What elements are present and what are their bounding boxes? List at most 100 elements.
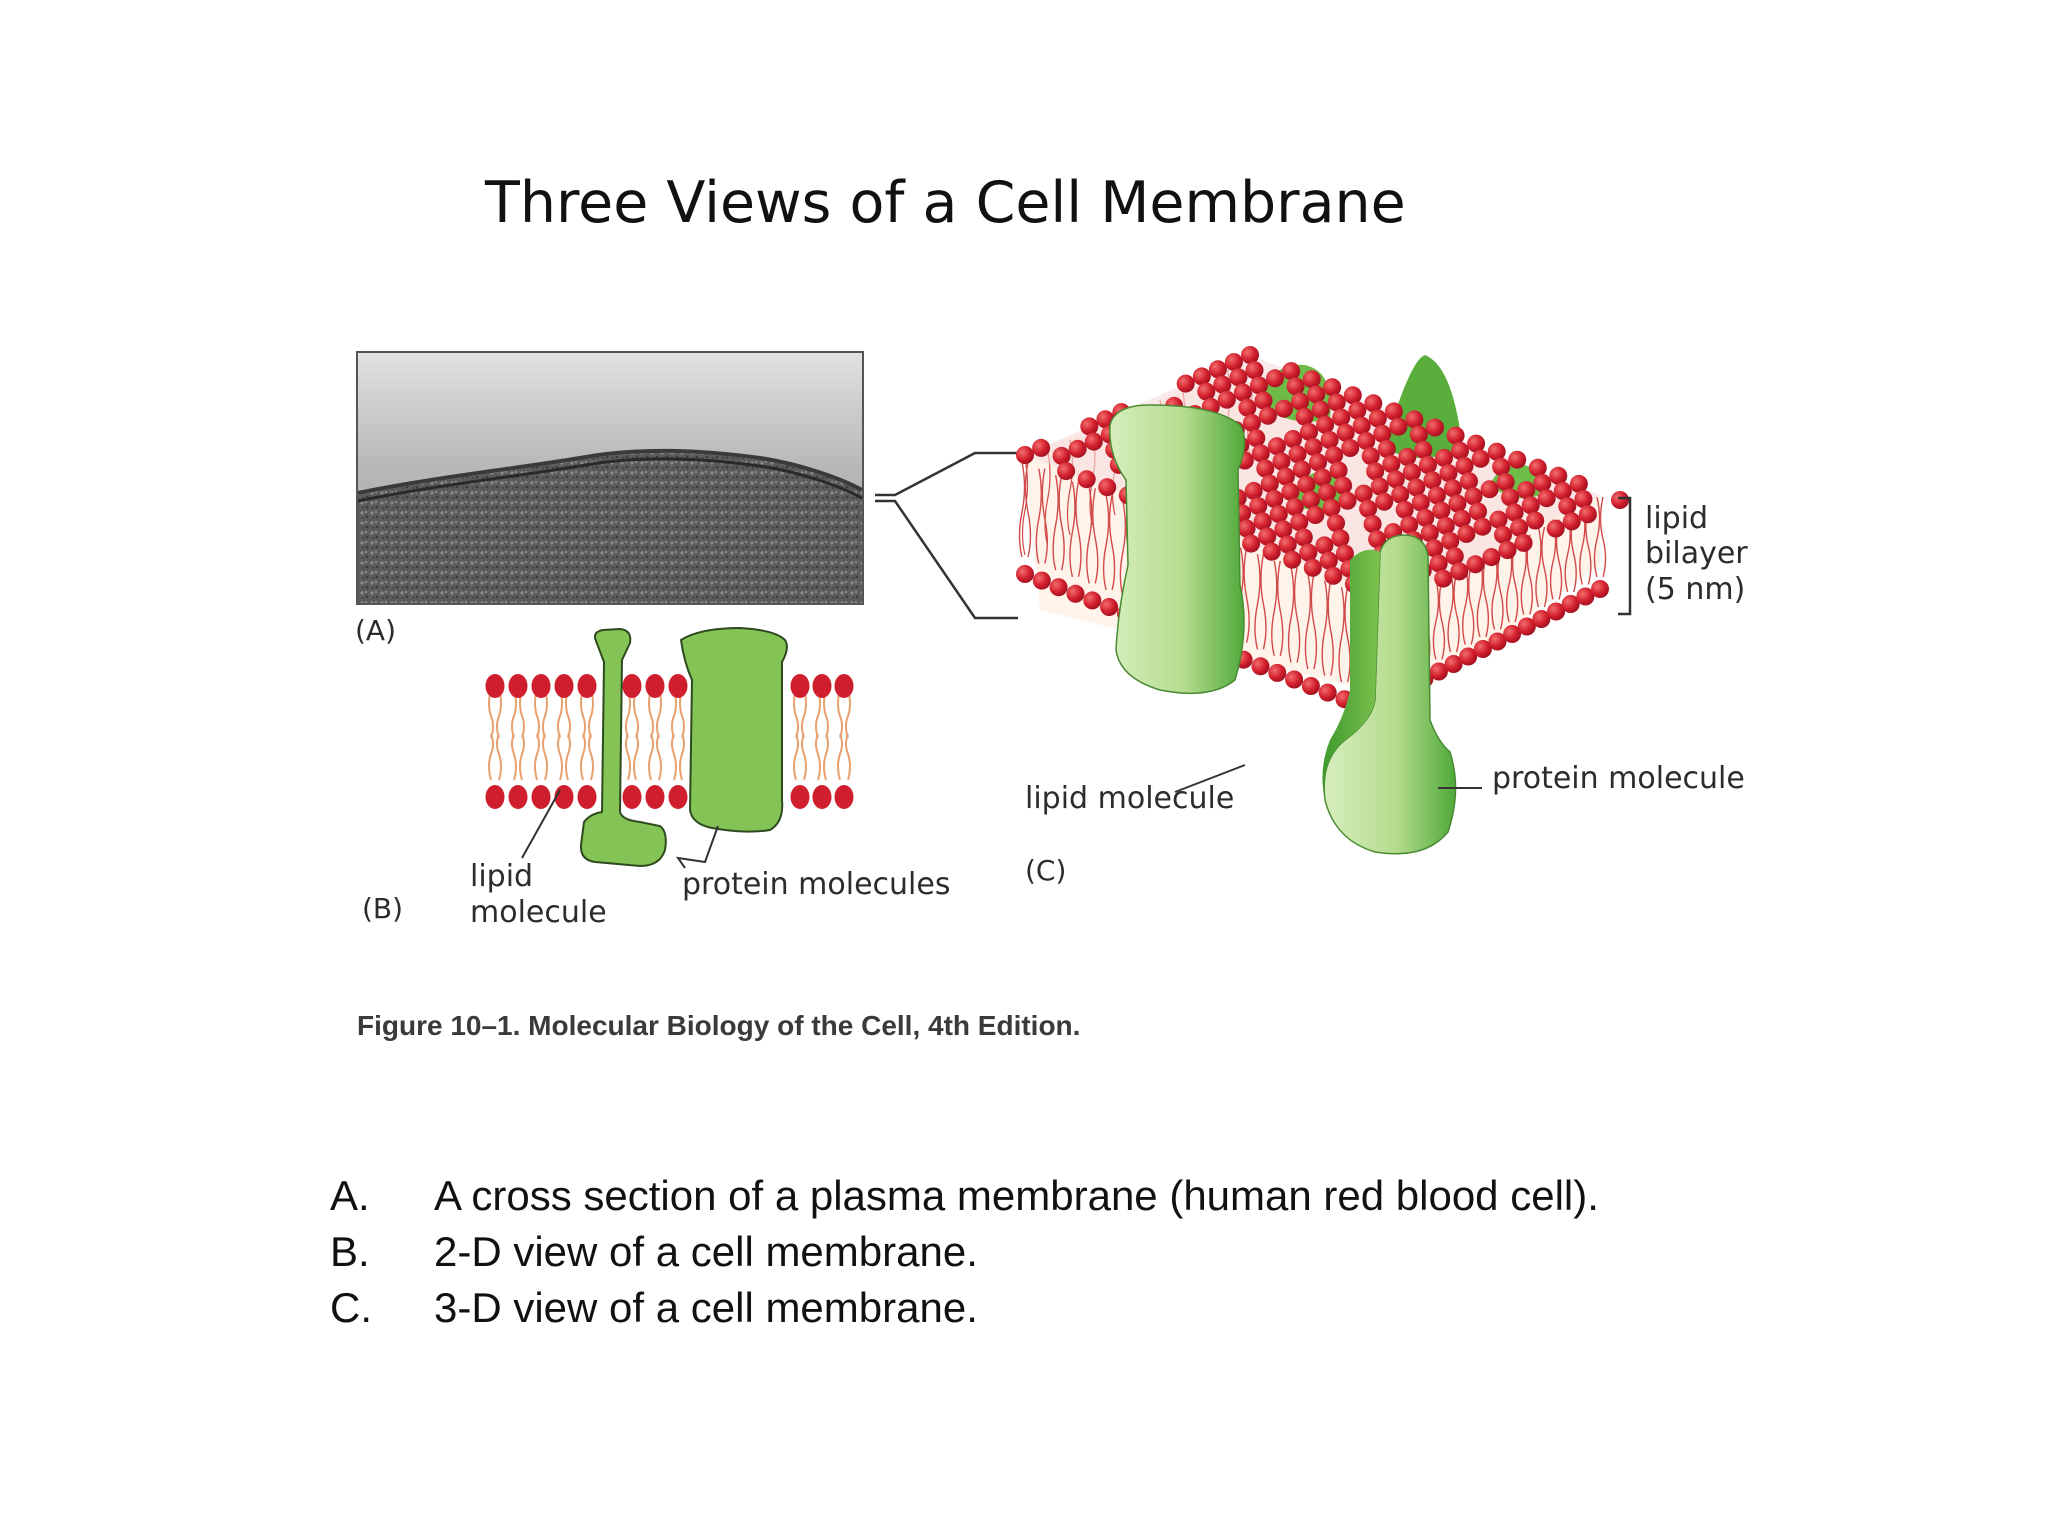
lipid-head (1563, 512, 1581, 530)
lipid-head (1306, 506, 1324, 524)
lipid-head (1348, 402, 1366, 420)
lipid-head (1274, 520, 1292, 538)
panel-c-lipid-label: lipid molecule (1025, 781, 1234, 816)
lipid-head (1434, 570, 1452, 588)
lipid-head (1357, 432, 1375, 450)
lipid-tail-bottom (581, 734, 593, 780)
lipid-head (1247, 429, 1265, 447)
lipid-head (1250, 376, 1268, 394)
lipid-head (669, 785, 688, 809)
lipid-head (1492, 458, 1510, 476)
lipid-head (1284, 430, 1302, 448)
lipid-head (1570, 475, 1588, 493)
lipid-head (1265, 490, 1283, 508)
lipid-head (1325, 446, 1343, 464)
lipid-tail-bottom (626, 734, 638, 780)
lipid-head (1268, 664, 1286, 682)
lipid-head (1277, 468, 1295, 486)
description-letter: C. (330, 1280, 434, 1336)
lipid-head (1344, 386, 1362, 404)
lipid-head (1490, 511, 1508, 529)
lipid-head (1465, 487, 1483, 505)
lipid-head (486, 785, 505, 809)
lipid-head (1080, 417, 1098, 435)
lipid-head (1320, 552, 1338, 570)
lipid-head (1398, 448, 1416, 466)
lipid-head (1506, 504, 1524, 522)
lipid-head (1295, 528, 1313, 546)
lipid-head (1391, 486, 1409, 504)
lipid-head (1312, 401, 1330, 419)
lipid-head (1554, 482, 1572, 500)
lipid-head (623, 674, 642, 698)
lipid-head (1291, 393, 1309, 411)
lipid-head (1272, 452, 1290, 470)
description-item: B.2-D view of a cell membrane. (330, 1224, 1599, 1280)
lipid-head (1378, 440, 1396, 458)
lipid-head (1315, 536, 1333, 554)
lipid-head (1549, 467, 1567, 485)
lipid-tail-bottom (489, 734, 501, 780)
lipid-head (1432, 502, 1450, 520)
lipid-tail-bottom (794, 734, 806, 780)
lipid-head (1362, 447, 1380, 465)
lipid-head (1243, 414, 1261, 432)
lipid-head (578, 785, 597, 809)
lipid-head (1302, 677, 1320, 695)
panel-a-micrograph (357, 352, 863, 604)
lipid-tail-bottom (672, 734, 684, 780)
lipid-head (1254, 512, 1272, 530)
lipid-head (1450, 562, 1468, 580)
lipid-head (1299, 544, 1317, 562)
lipid-head (1421, 524, 1439, 542)
lipid-head (1371, 478, 1389, 496)
panel-b-lipid-label-1: lipid (470, 859, 533, 894)
lipid-head (1321, 431, 1339, 449)
lipid-head (1270, 505, 1288, 523)
panel-b-protein-label: protein molecules (682, 867, 950, 902)
lipid-head (1423, 471, 1441, 489)
lipid-head (1467, 435, 1485, 453)
lipid-head (1324, 567, 1342, 585)
lipid-head (1282, 362, 1300, 380)
panel-c-protein-label: protein molecule (1492, 761, 1745, 796)
lipid-head (623, 785, 642, 809)
lipid-head (1611, 491, 1629, 509)
lipid-head (1448, 495, 1466, 513)
lipid-head (1385, 402, 1403, 420)
lipid-head (1261, 475, 1279, 493)
lipid-head (1332, 409, 1350, 427)
lipid-head (646, 674, 665, 698)
description-text: 3-D view of a cell membrane. (434, 1284, 978, 1331)
lipid-head (1426, 419, 1444, 437)
description-text: 2-D view of a cell membrane. (434, 1228, 978, 1275)
lipid-head (1303, 370, 1321, 388)
lipid-head (1400, 516, 1418, 534)
lipid-head (1293, 460, 1311, 478)
lipid-head (555, 674, 574, 698)
lipid-head (1440, 464, 1458, 482)
lipid-head (1032, 439, 1050, 457)
lipid-head (1285, 671, 1303, 689)
bilayer-label-3: (5 nm) (1645, 572, 1745, 607)
lipid-head (1547, 520, 1565, 538)
protein-large (681, 628, 787, 832)
lipid-head (1359, 500, 1377, 518)
lipid-head (1213, 376, 1231, 394)
lipid-head (1309, 453, 1327, 471)
lipid-head (1515, 534, 1533, 552)
lipid-head (1263, 543, 1281, 561)
lipid-head (1078, 470, 1096, 488)
lipid-head (1533, 474, 1551, 492)
lipid-head (1057, 462, 1075, 480)
lipid-head (1410, 426, 1428, 444)
protein-large-3d (1110, 405, 1245, 693)
lipid-head (1337, 424, 1355, 442)
lipid-head (1050, 578, 1068, 596)
lipid-head (1369, 410, 1387, 428)
lipid-tail-bottom (512, 734, 524, 780)
lipid-head (1259, 407, 1277, 425)
lipid-head (1497, 473, 1515, 491)
lipid-head (1466, 555, 1484, 573)
lipid-head (1287, 377, 1305, 395)
